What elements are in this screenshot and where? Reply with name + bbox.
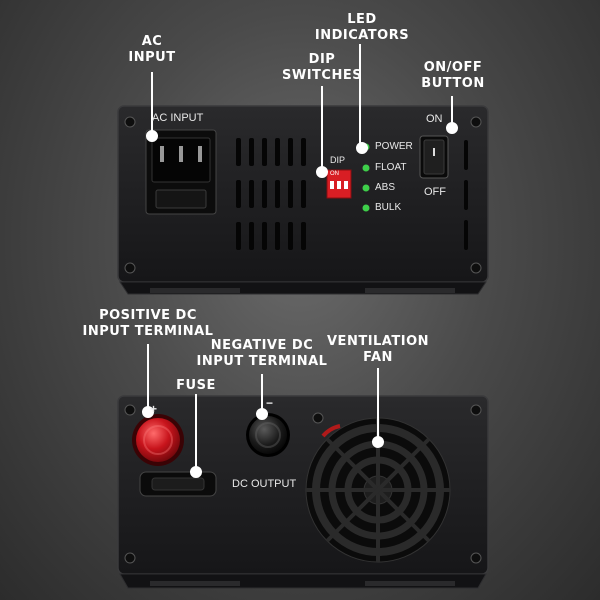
switch-off-label: OFF (424, 186, 446, 198)
dip-label: DIP (330, 155, 346, 165)
led-float-icon (362, 164, 370, 172)
negative-dc-terminal[interactable] (246, 413, 290, 457)
ac-input-socket[interactable] (145, 129, 217, 215)
callout-pointers (142, 44, 458, 478)
led-bulk-label: BULK (375, 202, 402, 213)
dip-on-label: ON (330, 171, 339, 177)
dip-switch-block[interactable] (326, 169, 352, 199)
callout-led-indicators: LED INDICATORS (314, 12, 410, 43)
switch-on-label: ON (426, 113, 443, 125)
led-bulk-icon (362, 204, 370, 212)
plus-label: + (150, 402, 158, 416)
minus-label: − (266, 396, 274, 410)
led-float-label: FLOAT (375, 162, 407, 173)
callout-ac-input: AC INPUT (128, 34, 176, 65)
fuse-holder[interactable] (139, 471, 217, 497)
callout-dip-switches: DIP SWITCHES (282, 52, 363, 83)
led-abs-icon (362, 184, 370, 192)
callout-positive-dc: POSITIVE DC INPUT TERMINAL (82, 308, 214, 339)
callout-ventilation-fan: VENTILATION FAN (327, 334, 429, 365)
led-power-label: POWER (375, 141, 413, 152)
front-vent-slots (236, 138, 468, 250)
on-off-rocker-switch[interactable] (419, 135, 449, 179)
callout-on-off-button: ON/OFF BUTTON (421, 60, 485, 91)
callout-fuse: FUSE (176, 378, 216, 393)
led-abs-label: ABS (375, 182, 396, 193)
positive-dc-terminal[interactable] (132, 414, 184, 466)
callout-negative-dc: NEGATIVE DC INPUT TERMINAL (196, 338, 328, 369)
ac-input-label: AC INPUT (152, 112, 204, 124)
dc-output-label: DC OUTPUT (232, 478, 297, 490)
